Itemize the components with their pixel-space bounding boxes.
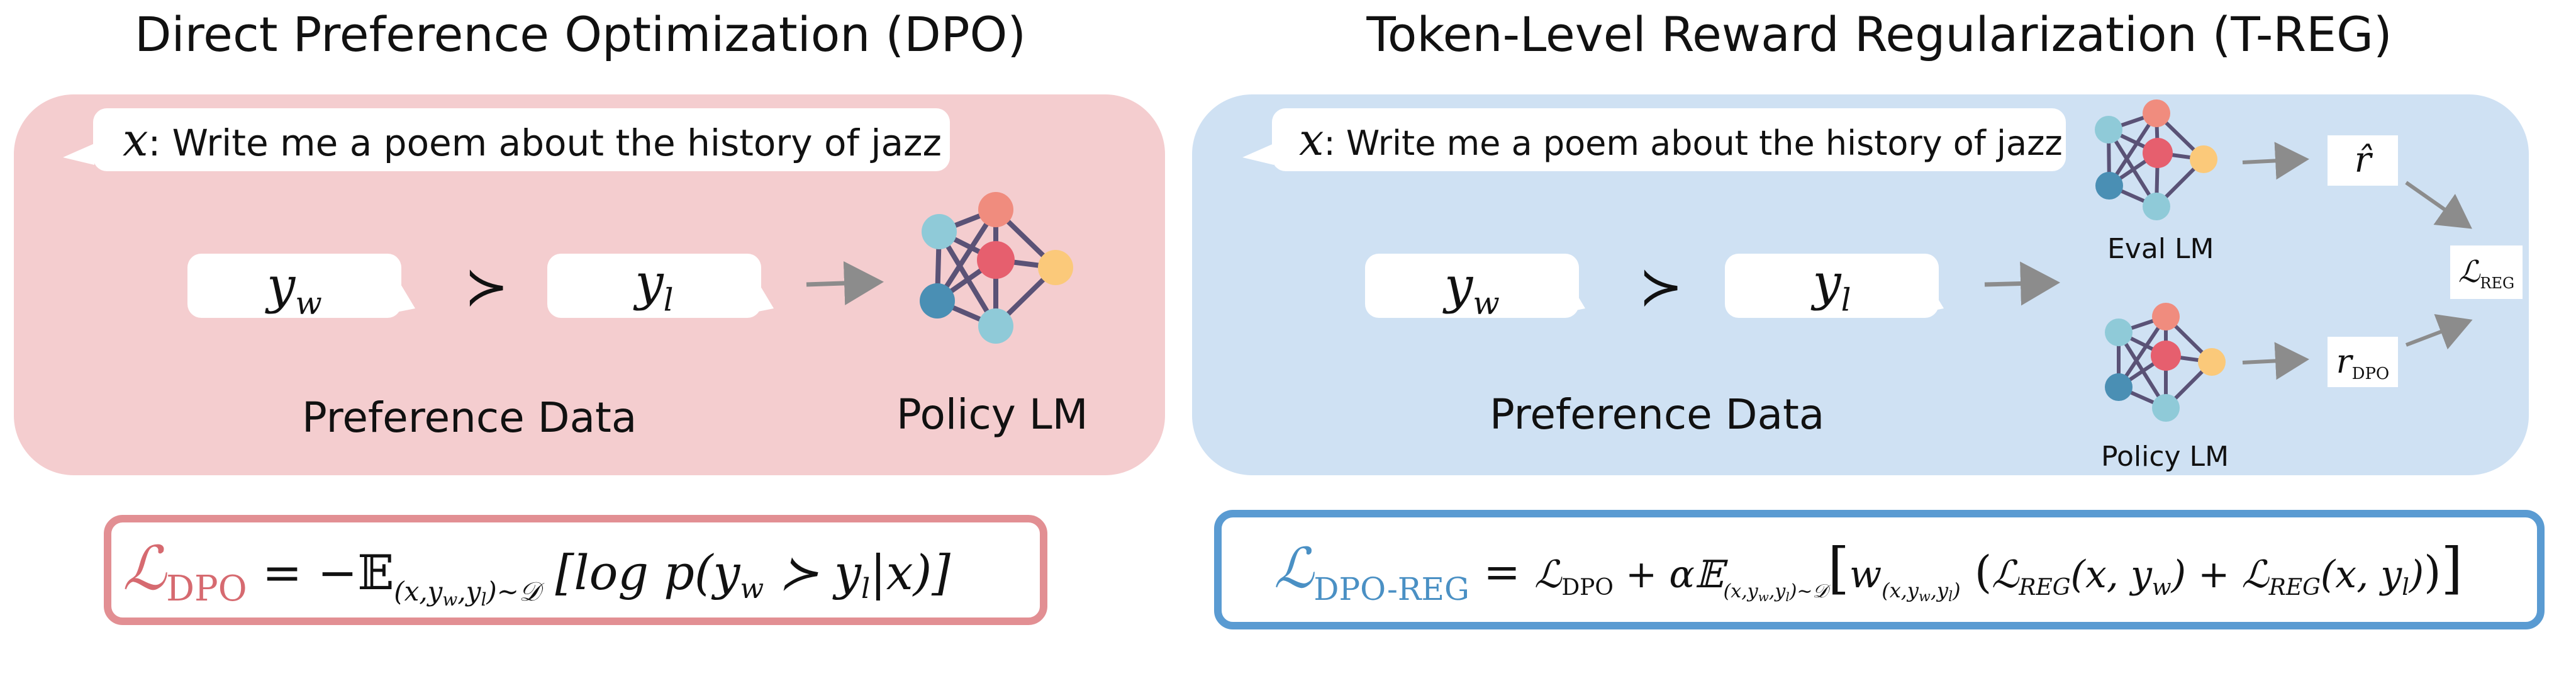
treg-prec-symbol: ≻ [1639, 256, 1683, 317]
treg-prompt-var: x [1299, 114, 1324, 166]
dpo-prompt: x: Write me a poem about the history of … [123, 111, 942, 172]
eval-lm-nodes [2095, 99, 2217, 220]
rdpo-value: rDPO [2336, 343, 2390, 383]
treg-prompt-text: : Write me a poem about the history of j… [1324, 123, 2063, 163]
dpo-prec-symbol: ≻ [464, 256, 509, 317]
rdpo-to-lreg-arrow [2405, 314, 2473, 350]
dpo-prompt-tail [63, 144, 94, 165]
treg-prompt-tail [1242, 144, 1274, 165]
treg-loss-formula: ℒDPO-REG = ℒDPO + α𝔼(x,yw,yl)∼𝒟[w(x,yw,y… [1274, 536, 2463, 607]
dpo-preference-data-label: Preference Data [302, 393, 637, 442]
treg-preference-data-label: Preference Data [1490, 390, 1825, 439]
lreg-value: ℒREG [2458, 254, 2515, 292]
treg-prompt: x: Write me a poem about the history of … [1299, 111, 2063, 172]
dpo-yw: yw [267, 256, 322, 322]
treg-yl-bubble [1725, 254, 1939, 318]
policy-to-rdpo-arrow [2242, 342, 2309, 380]
dpo-title: Direct Preference Optimization (DPO) [134, 6, 1027, 62]
dpo-yl: yl [635, 253, 674, 319]
treg-prompt-bubble [1272, 108, 2066, 171]
rhat-to-lreg-arrow [2405, 181, 2472, 229]
eval-lm-label: Eval LM [2107, 233, 2214, 265]
treg-policy-lm-label: Policy LM [2101, 441, 2229, 473]
treg-title: Token-Level Reward Regularization (T-REG… [1366, 6, 2392, 62]
treg-yw: yw [1444, 256, 1500, 322]
dpo-policy-lm-label: Policy LM [896, 390, 1088, 439]
treg-yl: yl [1812, 253, 1851, 319]
rhat-box [2328, 135, 2398, 186]
dpo-loss-formula: ℒDPO = −𝔼(x,yw,yl)∼𝒟 [log p(yw ≻ yl|x)] [123, 533, 951, 610]
dpo-yw-bubble [187, 254, 401, 318]
dpo-arrow [806, 261, 884, 305]
dpo-prompt-text: : Write me a poem about the history of j… [148, 121, 942, 164]
treg-loss-box [1214, 510, 2545, 629]
rdpo-box [2328, 337, 2398, 387]
dpo-yl-bubble [547, 254, 761, 318]
treg-policy-lm-nodes [2105, 303, 2226, 422]
treg-arrow [1984, 261, 2060, 306]
lreg-box [2450, 245, 2523, 299]
policy-lm-nodes [920, 192, 1073, 344]
rhat-value: r̂ [2354, 140, 2372, 181]
eval-to-rhat-arrow [2242, 142, 2309, 180]
dpo-prompt-var: x [123, 113, 148, 166]
treg-yw-bubble [1365, 254, 1579, 318]
dpo-loss-box [104, 515, 1047, 625]
dpo-prompt-bubble [93, 108, 950, 171]
